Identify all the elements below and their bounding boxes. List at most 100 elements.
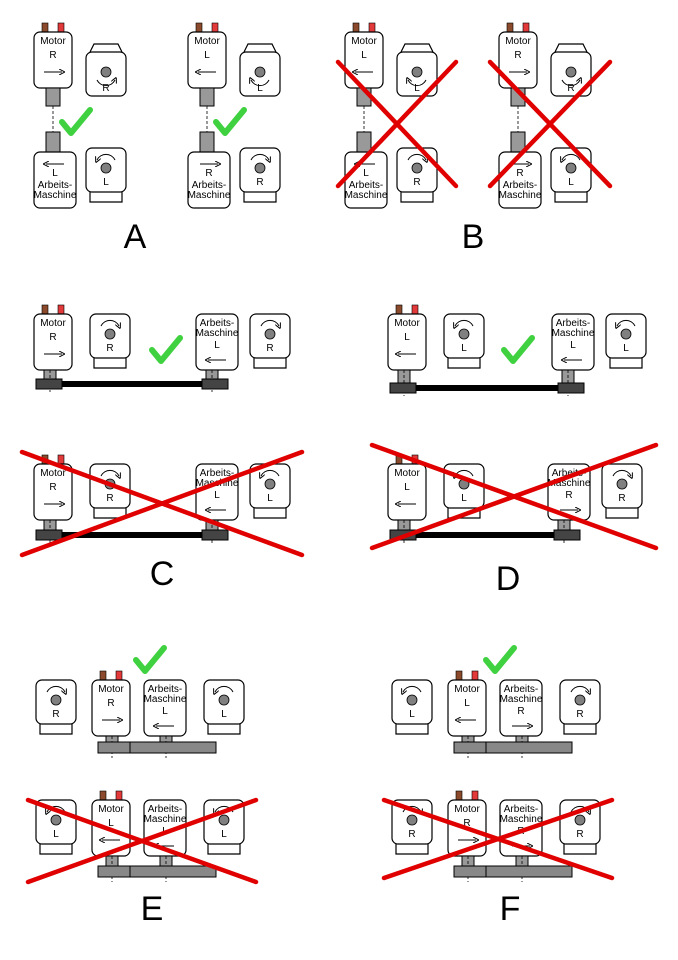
shaft-circle bbox=[565, 66, 577, 78]
terminal-red bbox=[57, 304, 65, 315]
machine-label-1: Arbeits- bbox=[552, 468, 586, 479]
end-view-foot bbox=[89, 43, 123, 53]
cross-line bbox=[487, 59, 613, 189]
shaft-circle bbox=[411, 162, 423, 174]
end-view-foot bbox=[253, 358, 287, 369]
rotation-label: R bbox=[618, 493, 625, 504]
rotation-label: R bbox=[106, 343, 113, 354]
motor-label: Motor bbox=[40, 36, 66, 47]
belt bbox=[392, 385, 582, 391]
rotation-arrow bbox=[47, 805, 66, 812]
rotation-label: L bbox=[404, 482, 410, 493]
gear-wheel bbox=[453, 865, 487, 878]
rotation-label: L bbox=[162, 706, 168, 717]
rotation-arrow bbox=[407, 153, 426, 160]
shaft bbox=[45, 87, 61, 107]
rotation-label: R bbox=[413, 177, 420, 188]
rotation-arrow bbox=[250, 153, 269, 160]
rotation-arrow bbox=[215, 685, 234, 692]
machine-label-1: Arbeits- bbox=[200, 468, 234, 479]
end-view-foot bbox=[39, 844, 73, 855]
terminal-red bbox=[57, 454, 65, 465]
gear-wheel bbox=[485, 741, 573, 754]
machine-label-2: Maschine bbox=[144, 694, 187, 705]
cross-line bbox=[25, 797, 259, 885]
terminal-brown bbox=[395, 304, 403, 315]
machine-label-1: Arbeits- bbox=[200, 318, 234, 329]
rotation-label: L bbox=[461, 343, 467, 354]
rotation-arrow bbox=[261, 469, 280, 476]
belt bbox=[38, 532, 226, 538]
section-letter: E bbox=[141, 890, 164, 928]
check-mark bbox=[483, 645, 517, 674]
machine-label-1: Arbeits- bbox=[349, 180, 383, 191]
end-view-foot bbox=[400, 192, 434, 203]
motor-label: Motor bbox=[394, 468, 420, 479]
rotation-arrow bbox=[561, 80, 580, 87]
shaft-circle bbox=[565, 162, 577, 174]
machine-label-1: Arbeits- bbox=[503, 180, 537, 191]
terminal-red bbox=[115, 670, 123, 681]
machine-label-2: Maschine bbox=[345, 190, 388, 201]
shaft-circle bbox=[218, 694, 230, 706]
rotation-label: R bbox=[408, 829, 415, 840]
shaft-circle bbox=[100, 66, 112, 78]
motor-label: Motor bbox=[40, 318, 66, 329]
machine-label-1: Arbeits- bbox=[148, 684, 182, 695]
shaft-circle bbox=[616, 478, 628, 490]
motor-label: Motor bbox=[40, 468, 66, 479]
rotation-label: R bbox=[102, 83, 109, 94]
shaft-circle bbox=[574, 814, 586, 826]
check-mark bbox=[213, 107, 247, 136]
rotation-label: L bbox=[257, 83, 263, 94]
rotation-label: L bbox=[568, 177, 574, 188]
rotation-arrow bbox=[97, 153, 116, 160]
shaft bbox=[356, 131, 372, 153]
rotation-arrow bbox=[251, 80, 270, 87]
terminal-red bbox=[211, 22, 219, 33]
rotation-label: L bbox=[414, 83, 420, 94]
gear-wheel bbox=[129, 741, 217, 754]
gear-wheel bbox=[129, 865, 217, 878]
rotation-label: L bbox=[53, 829, 59, 840]
machine-label-1: Arbeits- bbox=[504, 684, 538, 695]
machine-label-2: Maschine bbox=[144, 814, 187, 825]
rotation-label: L bbox=[214, 490, 220, 501]
end-view-foot bbox=[395, 724, 429, 735]
machine-label-1: Arbeits- bbox=[192, 180, 226, 191]
end-view: R bbox=[89, 313, 131, 369]
terminal-brown bbox=[195, 22, 203, 33]
shaft-circle bbox=[264, 328, 276, 340]
rotation-arrow bbox=[455, 319, 474, 326]
motor-label: Motor bbox=[98, 804, 124, 815]
rotation-label: R bbox=[514, 50, 521, 61]
end-view: R bbox=[396, 147, 438, 203]
end-view-foot bbox=[243, 192, 277, 203]
shaft bbox=[199, 87, 215, 107]
terminal-brown bbox=[99, 670, 107, 681]
section-letter: B bbox=[462, 218, 485, 256]
cross-line bbox=[381, 797, 615, 881]
end-view: L bbox=[391, 679, 433, 735]
rotation-label: L bbox=[363, 168, 369, 179]
rotation-label: L bbox=[409, 709, 415, 720]
end-view-foot bbox=[395, 844, 429, 855]
end-view: R bbox=[239, 147, 281, 203]
rotation-label: L bbox=[52, 168, 58, 179]
end-view: L bbox=[605, 313, 647, 369]
motor-label: Motor bbox=[505, 36, 531, 47]
end-view: R bbox=[550, 43, 592, 97]
end-view: L bbox=[85, 147, 127, 203]
shaft-circle bbox=[254, 66, 266, 78]
terminal-red bbox=[57, 22, 65, 33]
rotation-label: L bbox=[103, 177, 109, 188]
rotation-arrow bbox=[408, 80, 427, 87]
rotation-label: L bbox=[214, 340, 220, 351]
gear-wheel bbox=[485, 865, 573, 878]
rotation-label: R bbox=[49, 332, 56, 343]
